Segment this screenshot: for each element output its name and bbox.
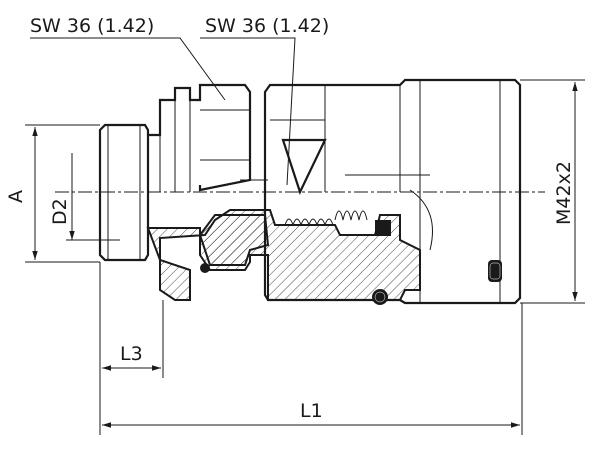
callout-label-1: SW 36 (1.42) — [30, 15, 154, 37]
section-hatching — [146, 209, 421, 305]
dimension-d2-label: D2 — [49, 198, 71, 225]
dimension-thread-label: M42x2 — [553, 161, 575, 225]
dimension-l3-label: L3 — [120, 343, 143, 365]
dimension-d2: D2 — [49, 153, 120, 241]
callout-leaders — [30, 37, 296, 186]
callout-label-2: SW 36 (1.42) — [205, 15, 329, 37]
dimension-l1: L1 — [102, 303, 523, 435]
dimension-l3: L3 — [99, 262, 164, 435]
dimension-l1-label: L1 — [300, 400, 323, 422]
dimension-thread: M42x2 — [520, 79, 585, 304]
dimension-a: A — [5, 124, 100, 263]
dimension-a-label: A — [5, 190, 27, 203]
